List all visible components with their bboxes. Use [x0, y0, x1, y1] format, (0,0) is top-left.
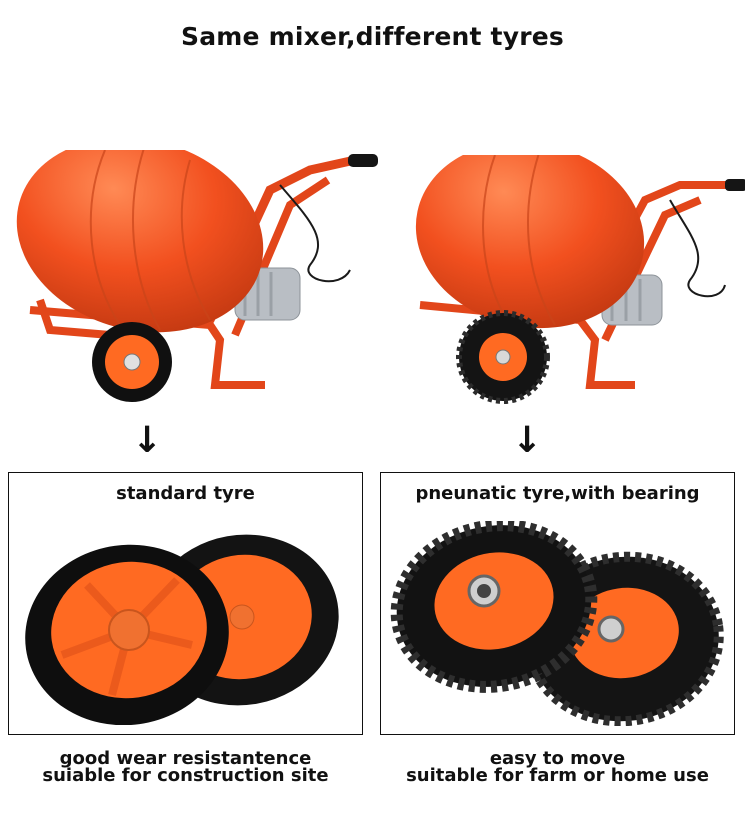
- standard-tyre-label: standard tyre: [116, 483, 255, 504]
- mixer-standard-tyre-image: [16, 150, 378, 402]
- pneumatic-tyre-label: pneunatic tyre,with bearing: [415, 483, 700, 504]
- pneumatic-tyre-caption-line1: easy to move: [489, 748, 626, 769]
- page-title: Same mixer,different tyres: [181, 22, 564, 51]
- standard-tyre-panel: standard tyre: [8, 472, 363, 735]
- down-arrow-icon: ↓: [512, 420, 543, 461]
- standard-tyre-caption-line2: suiable for construction site: [42, 765, 329, 786]
- pneumatic-tyre-panel: pneunatic tyre,with bearing: [380, 472, 735, 735]
- standard-tyre-pair-image: [25, 534, 339, 725]
- pneumatic-tyre-caption-line2: suitable for farm or home use: [406, 765, 709, 786]
- mixer-pneumatic-tyre-image: [415, 155, 745, 404]
- standard-tyre-caption-line1: good wear resistantence: [59, 748, 312, 769]
- pneumatic-tyre-pair-image: [390, 521, 724, 726]
- down-arrow-icon: ↓: [132, 420, 163, 461]
